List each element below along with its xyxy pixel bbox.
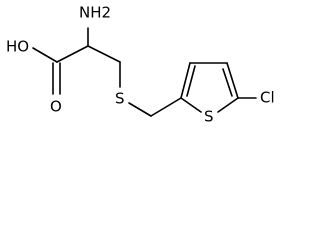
bond-ch2-c2 <box>150 97 182 117</box>
atom-label-layer: NH2 HO O S S Cl <box>6 4 275 126</box>
bond-c4-c5 <box>226 62 239 99</box>
ring-sulfur-label: S <box>204 108 214 126</box>
chlorine-label: Cl <box>260 89 275 107</box>
bond-c4-c5-inner <box>222 68 233 97</box>
carbonyl-oxygen-label: O <box>50 98 62 116</box>
bond-calpha-cbeta <box>87 45 121 63</box>
bond-layer <box>32 27 257 117</box>
bond-c2-c3-inner <box>186 65 196 97</box>
hydroxyl-label: HO <box>6 38 29 56</box>
amine-label: NH2 <box>79 4 111 22</box>
bond-c2-c3 <box>180 62 191 99</box>
thioether-sulfur-label: S <box>115 90 125 108</box>
bond-sring-c2 <box>180 97 202 113</box>
bond-ccooh-oh <box>32 47 58 63</box>
structural-formula: NH2 HO O S S Cl <box>6 4 275 126</box>
bond-ccooh-calpha <box>56 45 89 63</box>
bond-s-ch2 <box>128 102 152 117</box>
bond-c5-sring <box>217 97 239 113</box>
